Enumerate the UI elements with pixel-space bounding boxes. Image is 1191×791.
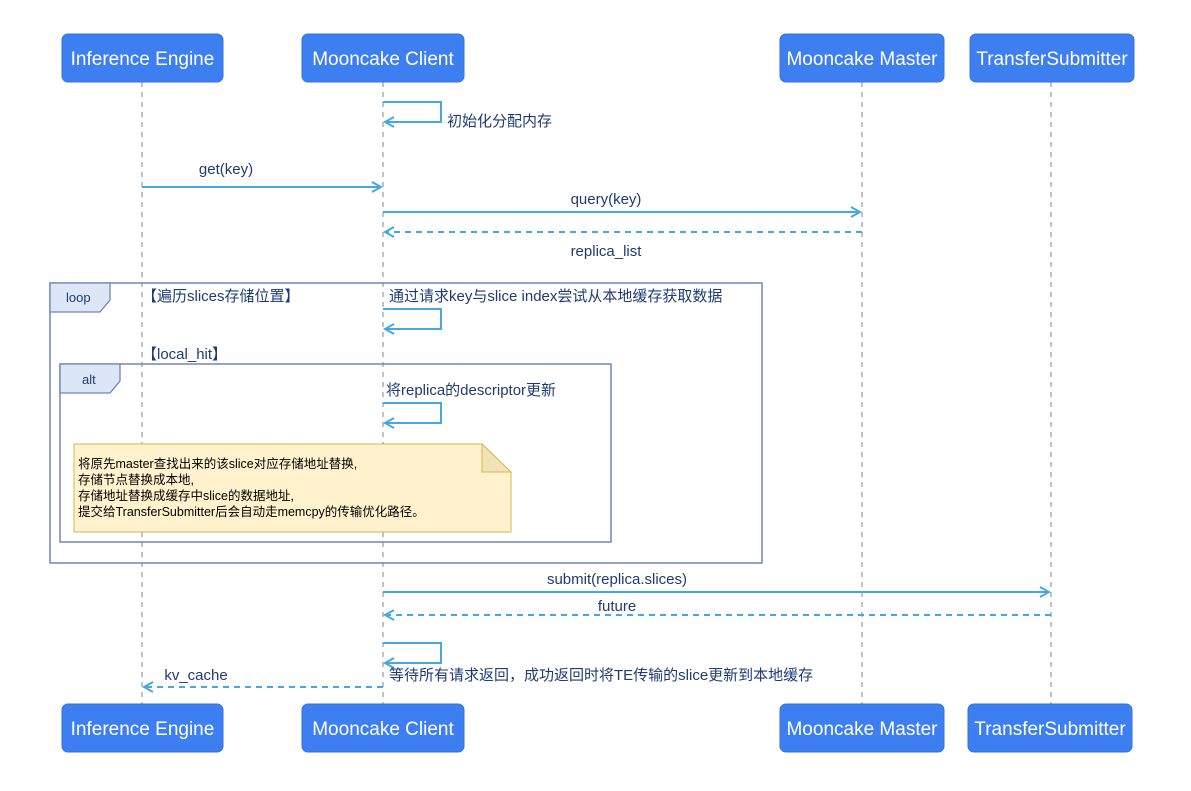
actor-mooncake-client-bottom: Mooncake Client [301,703,465,753]
svg-text:Inference Engine: Inference Engine [71,719,215,740]
svg-text:Mooncake Master: Mooncake Master [786,719,938,740]
loop-frame: loop 【遍历slices存储位置】 [49,282,763,564]
loop-guard: 【遍历slices存储位置】 [142,288,300,305]
actor-mooncake-master-bottom: Mooncake Master [779,703,945,753]
actor-mooncake-client-top: Mooncake Client [301,33,465,83]
svg-text:TransferSubmitter: TransferSubmitter [974,719,1126,740]
svg-text:Mooncake Client: Mooncake Client [312,719,454,740]
note-line-2: 存储节点替换成本地, [78,472,194,487]
svg-text:TransferSubmitter: TransferSubmitter [976,49,1128,70]
label-replica-list: replica_list [571,243,643,260]
svg-text:Inference Engine: Inference Engine [71,49,215,70]
self-message-init-alloc [383,101,442,122]
label-init-alloc: 初始化分配内存 [447,113,552,130]
note: 将原先master查找出来的该slice对应存储地址替换, 存储节点替换成本地,… [73,442,513,533]
alt-frame: alt 【local_hit】 [59,346,612,543]
label-kv-cache: kv_cache [164,667,227,684]
note-line-1: 将原先master查找出来的该slice对应存储地址替换, [78,456,357,471]
svg-text:Mooncake Client: Mooncake Client [312,49,454,70]
note-line-3: 存储地址替换成缓存中slice的数据地址, [78,488,294,503]
self-message-try-local [383,308,442,329]
label-submit: submit(replica.slices) [547,571,687,588]
svg-text:Mooncake Master: Mooncake Master [786,49,938,70]
label-wait-return: 等待所有请求返回，成功返回时将TE传输的slice更新到本地缓存 [389,666,813,684]
alt-frame-tag: alt [82,372,96,387]
note-line-4: 提交给TransferSubmitter后会自动走memcpy的传输优化路径。 [78,504,425,519]
label-try-local: 通过请求key与slice index尝试从本地缓存获取数据 [389,288,722,305]
actor-transfer-submitter-bottom: TransferSubmitter [967,703,1133,753]
label-future: future [598,598,636,615]
actor-inference-engine-bottom: Inference Engine [61,703,224,753]
label-get-key: get(key) [199,161,253,178]
self-message-wait-return [383,642,442,663]
self-message-update-descriptor [383,402,442,423]
alt-guard: 【local_hit】 [142,346,227,363]
actor-mooncake-master-top: Mooncake Master [779,33,945,83]
loop-frame-tag: loop [66,290,91,305]
actor-inference-engine-top: Inference Engine [61,33,224,83]
label-query-key: query(key) [571,191,642,208]
actor-transfer-submitter-top: TransferSubmitter [969,33,1135,83]
label-update-descriptor: 将replica的descriptor更新 [386,382,556,399]
